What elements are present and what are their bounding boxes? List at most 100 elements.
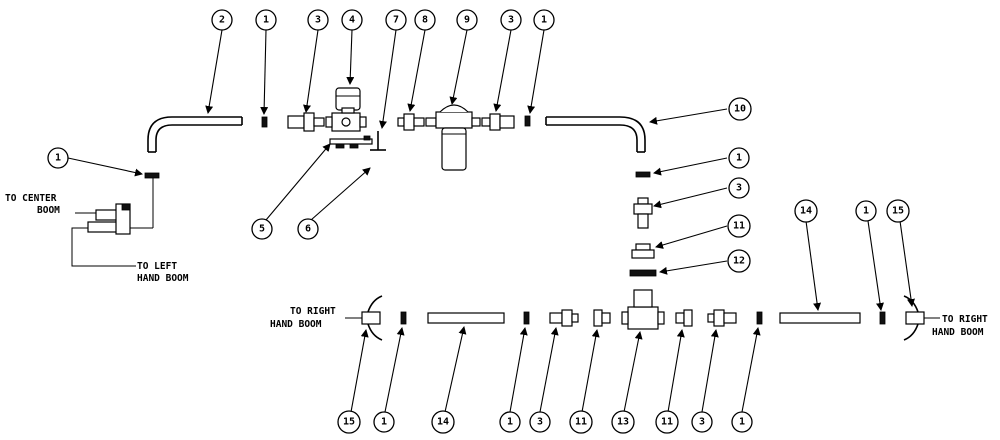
svg-text:11: 11 xyxy=(661,417,673,428)
callout-11: 11 xyxy=(655,410,679,434)
callout-8: 8 xyxy=(414,9,436,31)
callout-5: 5 xyxy=(251,218,273,240)
svg-text:3: 3 xyxy=(537,417,543,428)
valve-4 xyxy=(325,87,367,132)
callout-1: 1 xyxy=(47,147,69,169)
clamp-1-right xyxy=(524,115,531,127)
callout-13: 13 xyxy=(611,410,635,434)
callout-1: 1 xyxy=(855,200,877,222)
hose-14-left xyxy=(427,312,505,324)
adapter-11-right xyxy=(675,309,693,327)
callout-3: 3 xyxy=(691,411,713,433)
svg-text:15: 15 xyxy=(343,417,355,428)
to-right-right-label-line1: TO RIGHT xyxy=(942,314,988,325)
barb-fitting-3 xyxy=(287,112,325,132)
tee-13 xyxy=(621,289,665,330)
callout-3: 3 xyxy=(728,177,750,199)
callout-7: 7 xyxy=(385,9,407,31)
callout-11: 11 xyxy=(569,410,593,434)
to-right-left-label-line1: TO RIGHT xyxy=(290,306,336,317)
bottom-assembly xyxy=(345,289,940,341)
svg-text:3: 3 xyxy=(736,183,742,194)
clamp-1-b3 xyxy=(756,311,763,325)
svg-text:8: 8 xyxy=(422,15,428,26)
hose-14-right xyxy=(779,312,861,324)
svg-text:1: 1 xyxy=(507,417,513,428)
clamp-1-b2 xyxy=(523,311,530,325)
hose-2 xyxy=(147,116,242,152)
to-right-right-label-line2: HAND BOOM xyxy=(932,327,984,338)
callout-11: 11 xyxy=(727,214,751,238)
hose-10 xyxy=(546,116,646,152)
svg-text:1: 1 xyxy=(739,417,745,428)
svg-text:1: 1 xyxy=(55,153,61,164)
callout-1: 1 xyxy=(533,9,555,31)
svg-text:10: 10 xyxy=(734,104,746,115)
callout-15: 15 xyxy=(337,410,361,434)
adapter-11-left xyxy=(593,309,611,327)
svg-text:3: 3 xyxy=(699,417,705,428)
svg-text:7: 7 xyxy=(393,15,399,26)
mounting-bracket xyxy=(329,131,386,151)
callout-1: 1 xyxy=(373,411,395,433)
gasket-12 xyxy=(629,269,657,277)
svg-text:1: 1 xyxy=(263,15,269,26)
svg-text:11: 11 xyxy=(575,417,587,428)
fitting-8 xyxy=(397,113,425,131)
callout-3: 3 xyxy=(307,9,329,31)
left-tee-assembly xyxy=(71,178,154,267)
callout-15: 15 xyxy=(886,199,910,223)
callout-1: 1 xyxy=(728,147,750,169)
strainer-9 xyxy=(425,104,481,171)
svg-text:9: 9 xyxy=(464,15,470,26)
svg-text:14: 14 xyxy=(800,206,812,217)
clamp-1-b4 xyxy=(879,311,886,325)
svg-text:13: 13 xyxy=(617,417,629,428)
svg-text:1: 1 xyxy=(541,15,547,26)
fitting-3-vertical xyxy=(633,197,653,229)
svg-text:3: 3 xyxy=(315,15,321,26)
callout-10: 10 xyxy=(728,97,752,121)
clamp-1-b1 xyxy=(400,311,407,325)
callout-14: 14 xyxy=(794,199,818,223)
callout-12: 12 xyxy=(727,249,751,273)
callout-3: 3 xyxy=(529,411,551,433)
callout-1: 1 xyxy=(731,411,753,433)
svg-text:12: 12 xyxy=(733,256,745,267)
svg-text:1: 1 xyxy=(381,417,387,428)
adapter-11-vertical xyxy=(631,243,655,259)
callout-6: 6 xyxy=(297,218,319,240)
svg-text:1: 1 xyxy=(736,153,742,164)
barb-fitting-3-right xyxy=(481,113,515,131)
top-assembly xyxy=(144,87,646,179)
svg-text:5: 5 xyxy=(259,224,265,235)
fitting-3-b-right xyxy=(707,309,737,327)
svg-text:11: 11 xyxy=(733,221,745,232)
vertical-column xyxy=(629,171,657,277)
callout-4: 4 xyxy=(341,9,363,31)
hose-clamp xyxy=(144,172,160,179)
callout-14: 14 xyxy=(431,410,455,434)
callouts: 2 1 3 4 7 8 9 3 1 1 5 6 10 1 3 11 12 14 … xyxy=(47,9,910,434)
svg-text:6: 6 xyxy=(305,224,311,235)
svg-text:1: 1 xyxy=(863,206,869,217)
callout-9: 9 xyxy=(456,9,478,31)
callout-1: 1 xyxy=(499,411,521,433)
to-center-label-line1: TO CENTER xyxy=(5,193,57,204)
svg-text:15: 15 xyxy=(892,206,904,217)
to-center-label-line2: BOOM xyxy=(37,205,60,216)
fitting-3-b xyxy=(549,309,579,327)
coupler-15-left xyxy=(345,295,383,341)
clamp-1-vertical xyxy=(635,171,651,178)
to-left-label-line1: TO LEFT xyxy=(137,261,177,272)
to-right-left-label-line2: HAND BOOM xyxy=(270,319,322,330)
callout-1: 1 xyxy=(255,9,277,31)
svg-text:3: 3 xyxy=(508,15,514,26)
to-left-label-line2: HAND BOOM xyxy=(137,273,189,284)
leader-lines xyxy=(67,29,915,413)
clamp-1 xyxy=(261,116,268,128)
callout-2: 2 xyxy=(211,9,233,31)
svg-text:4: 4 xyxy=(349,15,355,26)
callout-3: 3 xyxy=(500,9,522,31)
